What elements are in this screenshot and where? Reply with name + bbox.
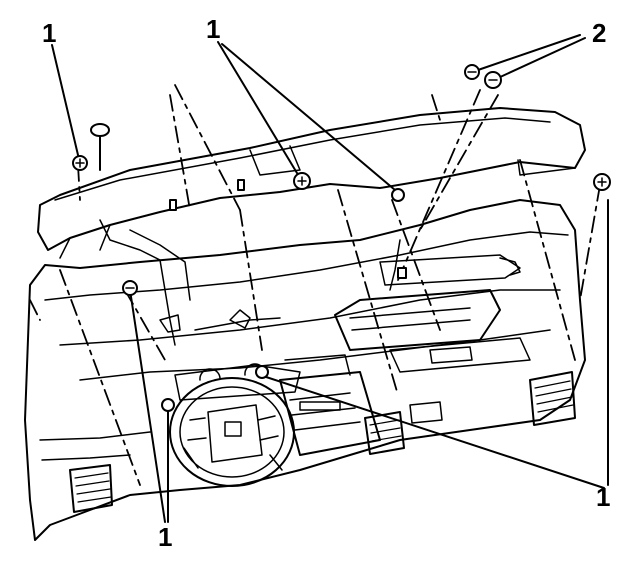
passenger-module bbox=[334, 254, 531, 373]
fasteners bbox=[72, 64, 611, 412]
callout-fastener-top-center: 1 bbox=[206, 14, 221, 44]
fastener-bolt-center-2 bbox=[391, 188, 405, 202]
fastener-stud-1 bbox=[169, 199, 177, 211]
fastener-clip-top-2 bbox=[484, 71, 502, 89]
callout-fastener-right: 1 bbox=[596, 482, 611, 512]
fastener-clip-top-1 bbox=[464, 64, 480, 80]
alignment-lines bbox=[29, 84, 601, 486]
fastener-bolt-left-mid bbox=[122, 280, 138, 296]
steering-wheel bbox=[169, 377, 295, 487]
wiring-harness bbox=[99, 219, 521, 346]
center-stack bbox=[279, 354, 381, 456]
fastener-bolt-right bbox=[593, 173, 611, 191]
fastener-stud-3 bbox=[397, 267, 407, 279]
fastener-stud-2 bbox=[237, 179, 245, 191]
fastener-bolt-center-1 bbox=[293, 172, 311, 190]
left-air-vent bbox=[69, 464, 113, 513]
fastener-bolt-lower bbox=[161, 398, 175, 412]
leader-lines bbox=[51, 34, 609, 523]
right-air-vent bbox=[529, 371, 576, 426]
callout-fastener-top-left: 1 bbox=[42, 18, 57, 48]
callout-fastener-top-right: 2 bbox=[592, 18, 607, 48]
fastener-bolt-center-lower bbox=[255, 365, 269, 379]
callout-fastener-bottom-left: 1 bbox=[158, 522, 173, 552]
fastener-pushpin bbox=[90, 123, 110, 171]
center-air-vent bbox=[364, 401, 443, 455]
fastener-bolt-top-left bbox=[72, 155, 88, 171]
